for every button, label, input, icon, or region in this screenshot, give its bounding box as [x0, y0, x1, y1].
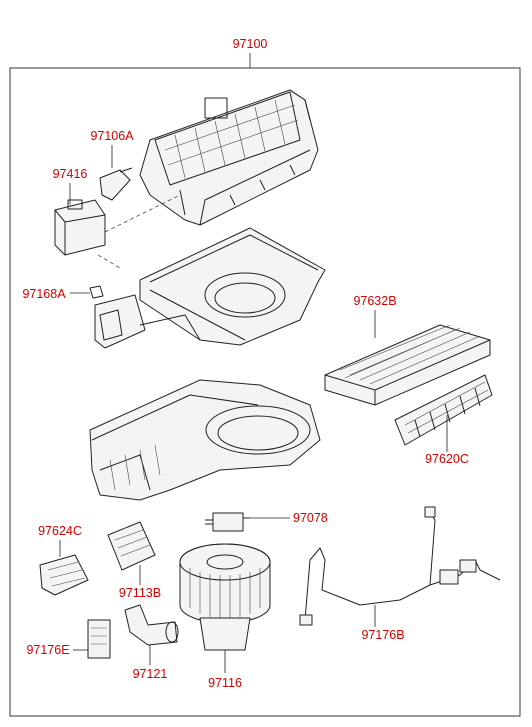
label-97416: 97416	[53, 167, 88, 181]
intake-door-housing	[139, 89, 319, 226]
filter-cover	[394, 374, 493, 446]
relay	[205, 512, 250, 532]
label-97624C: 97624C	[38, 524, 82, 538]
drain-duct	[124, 604, 179, 646]
label-97078: 97078	[293, 511, 328, 525]
label-97632B: 97632B	[353, 294, 396, 308]
label-97121: 97121	[133, 667, 168, 681]
blower-motor	[179, 543, 271, 651]
filter-housing	[94, 227, 326, 349]
assembly-frame	[9, 67, 521, 717]
label-97113B: 97113B	[119, 586, 161, 600]
label-97116: 97116	[208, 676, 242, 690]
label-97176B: 97176B	[361, 628, 404, 642]
label-97100: 97100	[233, 37, 268, 51]
blower-resistor-a	[39, 554, 89, 596]
label-97106A: 97106A	[90, 129, 134, 143]
label-97620C: 97620C	[425, 452, 469, 466]
wiring-harness	[299, 506, 501, 626]
blower-lower-case	[89, 379, 321, 501]
door-actuator	[54, 199, 106, 256]
clip-part	[89, 285, 104, 299]
temperature-sensor	[99, 167, 133, 201]
dash-actuator-2	[97, 254, 121, 269]
blower-resistor-b	[107, 521, 156, 571]
small-block	[87, 619, 111, 659]
cabin-air-filter	[324, 324, 491, 406]
dash-actuator	[104, 194, 181, 233]
label-97168A: 97168A	[22, 287, 66, 301]
label-97176E: 97176E	[26, 643, 69, 657]
